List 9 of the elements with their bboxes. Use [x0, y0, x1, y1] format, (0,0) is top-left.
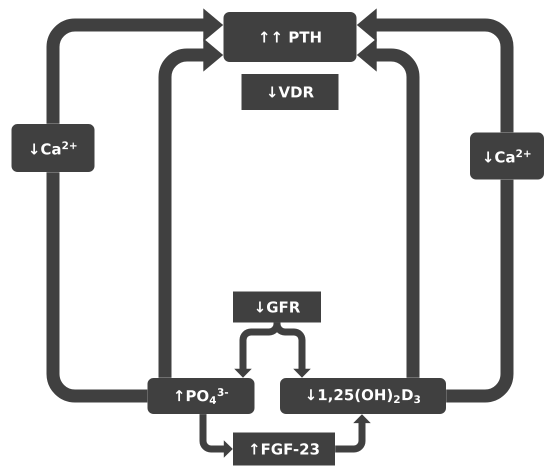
ion-box: ↓Ca$^{2+}$	[12, 124, 94, 172]
phosphate-box: ↑PO$_{4}$3-	[148, 378, 254, 414]
filtration-box: ↓GFR	[233, 292, 321, 322]
ion-box: ↓Ca$^{2+}$	[470, 132, 544, 180]
connector-line	[46, 172, 148, 402]
vitamin-box: ↓1,25(OH)$_{2}$D$_{3}$	[280, 378, 446, 414]
receptor-box: ↓VDR	[242, 74, 338, 110]
hormone-box: ↑FGF-23	[233, 432, 335, 466]
connector-line	[446, 180, 514, 402]
